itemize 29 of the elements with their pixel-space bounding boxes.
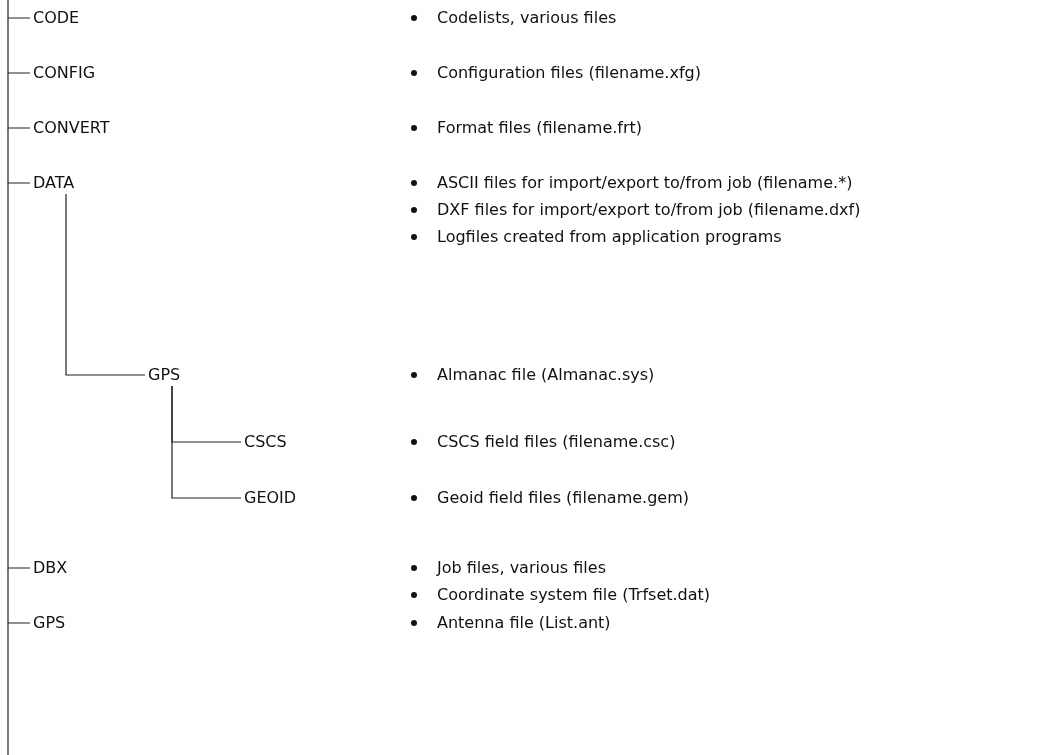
folder-name: CSCS [244,432,287,452]
file-description: ASCII files for import/export to/from job (filename.*) [437,173,853,193]
folder-name: CONVERT [33,118,110,138]
file-description: Configuration files (filename.xfg) [437,63,701,83]
tree-line [7,0,31,19]
tree-line [7,17,31,74]
folder-name: CODE [33,8,80,28]
file-description: CSCS field files (filename.csc) [437,432,676,452]
folder-name: GPS [148,365,181,385]
folder-name: DBX [33,558,68,578]
file-description: Almanac file (Almanac.sys) [437,365,655,385]
file-description: Coordinate system file (Trfset.dat) [437,585,711,605]
tree-line [7,182,31,569]
tree-line [7,127,31,184]
file-description: Antenna file (List.ant) [437,613,611,633]
file-description: DXF files for import/export to/from job (filename.dxf) [437,200,861,220]
tree-line [171,385,242,499]
tree-line [7,72,31,129]
folder-name: CONFIG [33,63,96,83]
file-description: Format files (filename.frt) [437,118,643,138]
tree-line [65,193,146,376]
file-description: Geoid field files (filename.gem) [437,488,689,508]
file-description: Logfiles created from application programs [437,227,782,247]
file-description: Codelists, various files [437,8,617,28]
folder-name: DATA [33,173,75,193]
folder-name: GPS [33,613,66,633]
folder-name: GEOID [244,488,297,508]
file-description: Job files, various files [437,558,606,578]
tree-line [7,567,31,624]
